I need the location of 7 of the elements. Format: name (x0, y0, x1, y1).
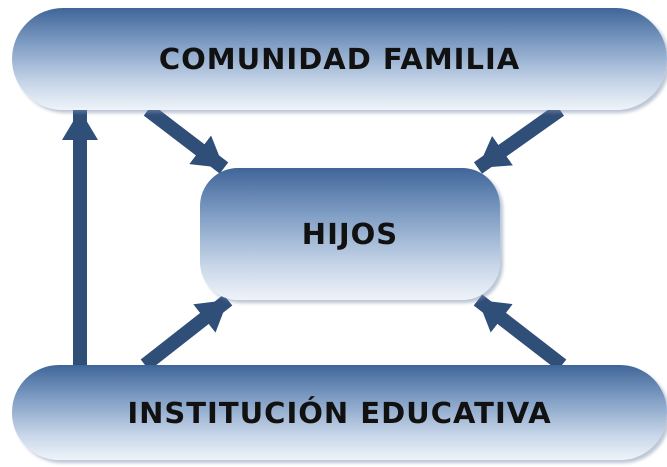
node-label: INSTITUCIÓN EDUCATIVA (127, 396, 552, 430)
node-label: HIJOS (302, 217, 398, 251)
group-band (12, 365, 667, 460)
arrow (62, 110, 98, 365)
center-box (200, 168, 500, 300)
group-band (12, 8, 667, 110)
node-label: COMUNIDAD FAMILIA (158, 42, 520, 76)
